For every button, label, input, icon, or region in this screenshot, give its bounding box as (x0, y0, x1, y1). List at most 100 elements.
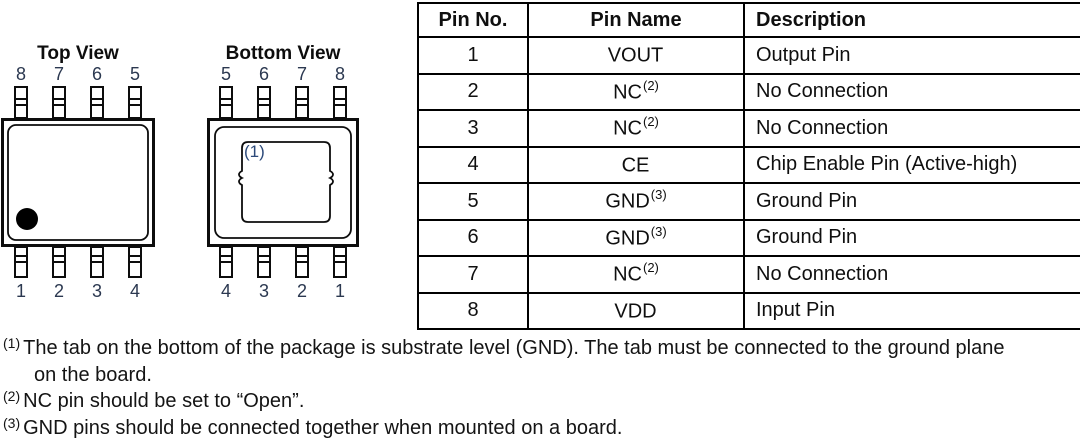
pin-description-table: Pin No. Pin Name Description 1 VOUT Outp… (417, 2, 1080, 330)
pin-lead-icon (14, 246, 28, 278)
pin-name-text: VDD (614, 300, 657, 323)
table-header-row: Pin No. Pin Name Description (417, 2, 1080, 38)
pin-desc-cell: Output Pin (743, 36, 1080, 75)
pin-name-footnote-ref: (3) (650, 223, 667, 239)
pin-lead-icon (128, 86, 142, 119)
top-view-title: Top View (37, 43, 119, 64)
package-top-view: Top View 8 7 6 5 1 2 3 4 (1, 44, 155, 300)
pin-no-cell: 8 (417, 291, 529, 330)
table-row: 8 VDD Input Pin (417, 291, 1080, 330)
pin-number-label: 1 (15, 281, 26, 301)
table-row: 3 NC(2) No Connection (417, 109, 1080, 148)
pin-name-footnote-ref: (3) (650, 187, 667, 203)
pin-lead-icon (295, 246, 309, 278)
pin-lead-icon (257, 86, 271, 119)
table-row: 6 GND(3) Ground Pin (417, 218, 1080, 257)
package-bottom-view: Bottom View 5 6 7 8 (1) 4 3 2 1 (207, 44, 359, 300)
pin-name-text: NC (613, 264, 642, 287)
pin-lead-icon (90, 86, 104, 119)
pin-desc-cell: Ground Pin (743, 182, 1080, 221)
pin-no-cell: 4 (417, 145, 529, 184)
footnote-text: GND pins should be connected together wh… (23, 417, 623, 439)
pin-name-text: CE (621, 154, 650, 177)
pin-lead-icon (52, 86, 66, 119)
pin-name-footnote-ref: (2) (643, 114, 659, 130)
pin-number-label: 2 (53, 281, 64, 301)
table-row: 1 VOUT Output Pin (417, 36, 1080, 75)
pin-number-label: 7 (53, 64, 64, 84)
package-inner-edge (214, 126, 352, 239)
pin-lead-icon (219, 86, 233, 119)
pin-number-label: 5 (129, 64, 140, 84)
pin-name-cell: GND(3) (527, 182, 745, 221)
pin-desc-cell: No Connection (743, 109, 1080, 148)
pin-desc-cell: Ground Pin (743, 218, 1080, 257)
pin-name-cell: VDD (527, 291, 745, 330)
pin-name-cell: NC(2) (527, 255, 745, 294)
footnote-text: The tab on the bottom of the package is … (23, 337, 1005, 386)
pin-number-label: 1 (334, 281, 345, 301)
pin-name-text: NC (613, 81, 642, 104)
package-body-outline (207, 118, 359, 247)
pin-desc-cell: No Connection (743, 255, 1080, 294)
pin-lead-icon (295, 86, 309, 119)
footnote-marker: (2) (3, 388, 21, 404)
pin-lead-icon (333, 86, 347, 119)
pin-lead-icon (128, 246, 142, 278)
pin-number-label: 4 (220, 281, 231, 301)
table-row: 5 GND(3) Ground Pin (417, 182, 1080, 221)
pin-number-label: 8 (334, 64, 345, 84)
pin-desc-cell: Input Pin (743, 291, 1080, 330)
pin-no-cell: 2 (417, 72, 529, 111)
pin-number-label: 5 (220, 64, 231, 84)
column-header-pin-name: Pin Name (527, 2, 745, 38)
pin-no-cell: 1 (417, 36, 529, 75)
pin-number-label: 2 (296, 281, 307, 301)
column-header-pin-no: Pin No. (417, 2, 529, 38)
pin-number-label: 3 (91, 281, 102, 301)
pin-no-cell: 3 (417, 109, 529, 148)
footnote-text: NC pin should be set to “Open”. (23, 390, 305, 412)
pin1-marker-dot-icon (16, 208, 38, 230)
table-row: 2 NC(2) No Connection (417, 72, 1080, 111)
pin-lead-icon (90, 246, 104, 278)
pin-name-cell: NC(2) (527, 72, 745, 111)
pin-desc-cell: No Connection (743, 72, 1080, 111)
pin-lead-icon (14, 86, 28, 119)
package-inner-edge (7, 124, 149, 241)
pin-number-label: 4 (129, 281, 140, 301)
pin-no-cell: 6 (417, 218, 529, 257)
pin-no-cell: 7 (417, 255, 529, 294)
table-row: 4 CE Chip Enable Pin (Active-high) (417, 145, 1080, 184)
footnote-marker: (1) (3, 335, 21, 351)
pin-name-cell: NC(2) (527, 109, 745, 148)
table-row: 7 NC(2) No Connection (417, 255, 1080, 294)
pin-number-label: 8 (15, 64, 26, 84)
pin-lead-icon (333, 246, 347, 278)
pin-number-label: 6 (258, 64, 269, 84)
pin-no-cell: 5 (417, 182, 529, 221)
pin-number-label: 3 (258, 281, 269, 301)
column-header-description: Description (743, 2, 1080, 38)
pin-number-label: 7 (296, 64, 307, 84)
pin-name-cell: GND(3) (527, 218, 745, 257)
pin-number-label: 6 (91, 64, 102, 84)
pin-name-text: VOUT (607, 45, 664, 68)
pin-desc-cell: Chip Enable Pin (Active-high) (743, 145, 1080, 184)
pin-name-cell: CE (527, 145, 745, 184)
thermal-pad-outline (238, 141, 334, 223)
footnotes-block: (1)The tab on the bottom of the package … (3, 335, 1020, 442)
pin-name-text: GND (605, 191, 650, 214)
footnote-marker: (3) (3, 415, 21, 431)
pin-name-footnote-ref: (2) (643, 77, 659, 93)
pin-lead-icon (52, 246, 66, 278)
package-body-outline (1, 118, 155, 247)
pin-lead-icon (219, 246, 233, 278)
footnote-3: (3)GND pins should be connected together… (3, 415, 1020, 442)
pin-name-text: GND (605, 227, 650, 250)
footnote-1: (1)The tab on the bottom of the package … (3, 335, 1020, 388)
pin-name-footnote-ref: (2) (643, 260, 659, 276)
footnote-2: (2)NC pin should be set to “Open”. (3, 388, 1020, 415)
bottom-view-title: Bottom View (225, 43, 341, 64)
